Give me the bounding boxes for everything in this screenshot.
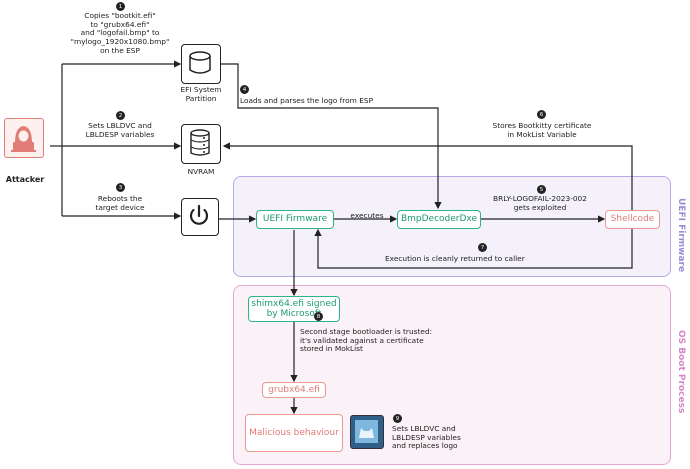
power-icon bbox=[181, 198, 219, 236]
stores-caption: Stores Bootkitty certificate in MokList … bbox=[492, 121, 592, 139]
sets-variables-caption: Sets LBLDVC and LBLDESP variables bbox=[85, 121, 155, 139]
shim-line-1: shimx64.efi signed bbox=[251, 298, 337, 309]
step-badge-7: 7 bbox=[478, 243, 487, 252]
hooded-hacker-icon bbox=[4, 118, 44, 158]
step-badge-3: 3 bbox=[116, 183, 125, 192]
loads-caption: Loads and parses the logo from ESP bbox=[240, 96, 374, 105]
step-badge-2: 2 bbox=[116, 111, 125, 120]
reboot-caption: Reboots the target device bbox=[95, 194, 145, 212]
step-badge-4: 4 bbox=[240, 85, 249, 94]
step-badge-9: 9 bbox=[393, 414, 402, 423]
step-badge-5: 5 bbox=[537, 185, 546, 194]
nvram-server-icon bbox=[181, 124, 221, 164]
step-badge-6: 6 bbox=[537, 110, 546, 119]
step-badge-1: 1 bbox=[116, 2, 125, 11]
esp-disk-icon bbox=[181, 44, 221, 84]
uefi-region-label: UEFI Firmware bbox=[676, 198, 686, 273]
bmp-decoder-node: BmpDecoderDxe bbox=[397, 210, 481, 229]
attacker-label: Attacker bbox=[5, 175, 45, 184]
executes-caption: executes bbox=[350, 211, 384, 220]
shim-node: shimx64.efi signed by Microsoft bbox=[248, 296, 340, 322]
nvram-label: NVRAM bbox=[187, 167, 215, 176]
exploited-caption: BRLY-LOGOFAIL-2023-002 gets exploited bbox=[493, 194, 587, 212]
bootkitty-logo-icon bbox=[350, 415, 384, 449]
step-badge-8: 8 bbox=[314, 312, 323, 321]
os-region-label: OS Boot Process bbox=[676, 330, 686, 414]
malicious-node: Malicious behaviour bbox=[245, 414, 343, 452]
attacker: Attacker bbox=[2, 118, 48, 184]
returned-caption: Execution is cleanly returned to caller bbox=[385, 254, 525, 263]
shim-line-2: by Microsoft bbox=[266, 309, 322, 319]
uefi-firmware-node: UEFI Firmware bbox=[256, 210, 334, 229]
shellcode-node: Shellcode bbox=[605, 210, 660, 229]
grub-node: grubx64.efi bbox=[262, 382, 326, 398]
copies-caption: Copies "bootkit.efi" to "grubx64.efi" an… bbox=[70, 11, 170, 55]
replaces-logo-caption: Sets LBLDVC and LBLDESP variables and re… bbox=[392, 424, 461, 451]
trusted-caption: Second stage bootloader is trusted: it's… bbox=[300, 327, 433, 354]
esp-label: EFI System Partition bbox=[180, 85, 222, 103]
